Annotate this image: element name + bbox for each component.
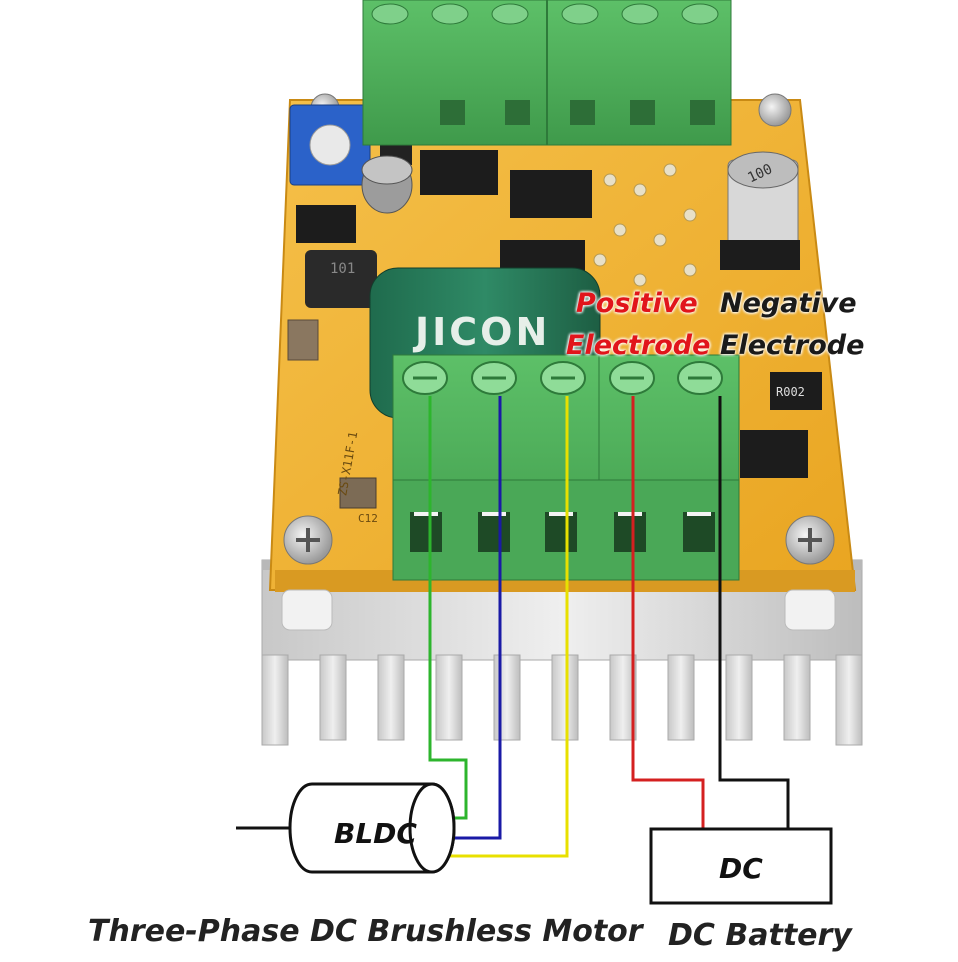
terminal-slot-5 (683, 512, 715, 552)
smd-capacitor (339, 477, 377, 509)
spacer-left (281, 589, 333, 631)
resistor-marking: R002 (776, 385, 805, 399)
wire-negative (718, 396, 790, 830)
wires (428, 396, 790, 858)
negative-label-line2: Electrode (720, 330, 865, 361)
inductor-marking: 101 (330, 261, 355, 277)
inductor (305, 250, 377, 308)
shunt-resistor (770, 372, 822, 410)
mosfet (740, 430, 808, 478)
terminal-slot-1 (410, 512, 442, 552)
capacitor-brand: JICON (412, 310, 550, 354)
wire-positive (631, 396, 705, 830)
battery-caption: DC Battery (668, 918, 852, 953)
top-terminal-block (362, 0, 732, 146)
ic-chip (510, 170, 592, 218)
wire-phase-c (442, 396, 569, 858)
heatsink-fins (261, 654, 863, 746)
negative-label-line1: Negative (720, 288, 857, 319)
spacer-right (784, 589, 836, 631)
positive-label-line2: Electrode (566, 330, 711, 361)
battery-label: DC (719, 852, 763, 885)
positive-label-line1: Positive (576, 288, 698, 319)
regulator-chip (420, 150, 498, 195)
motor-label: BLDC (334, 817, 417, 850)
dc-battery: DC (649, 827, 833, 905)
terminal-slot-3 (545, 512, 577, 552)
bldc-motor: BLDC (236, 782, 456, 874)
wire-phase-b (442, 396, 502, 840)
cap-marking: C12 (358, 512, 378, 525)
terminal-slot-2 (478, 512, 510, 552)
motor-caption: Three-Phase DC Brushless Motor (88, 914, 643, 949)
terminal-slot-4 (614, 512, 646, 552)
wire-phase-a (428, 396, 468, 820)
